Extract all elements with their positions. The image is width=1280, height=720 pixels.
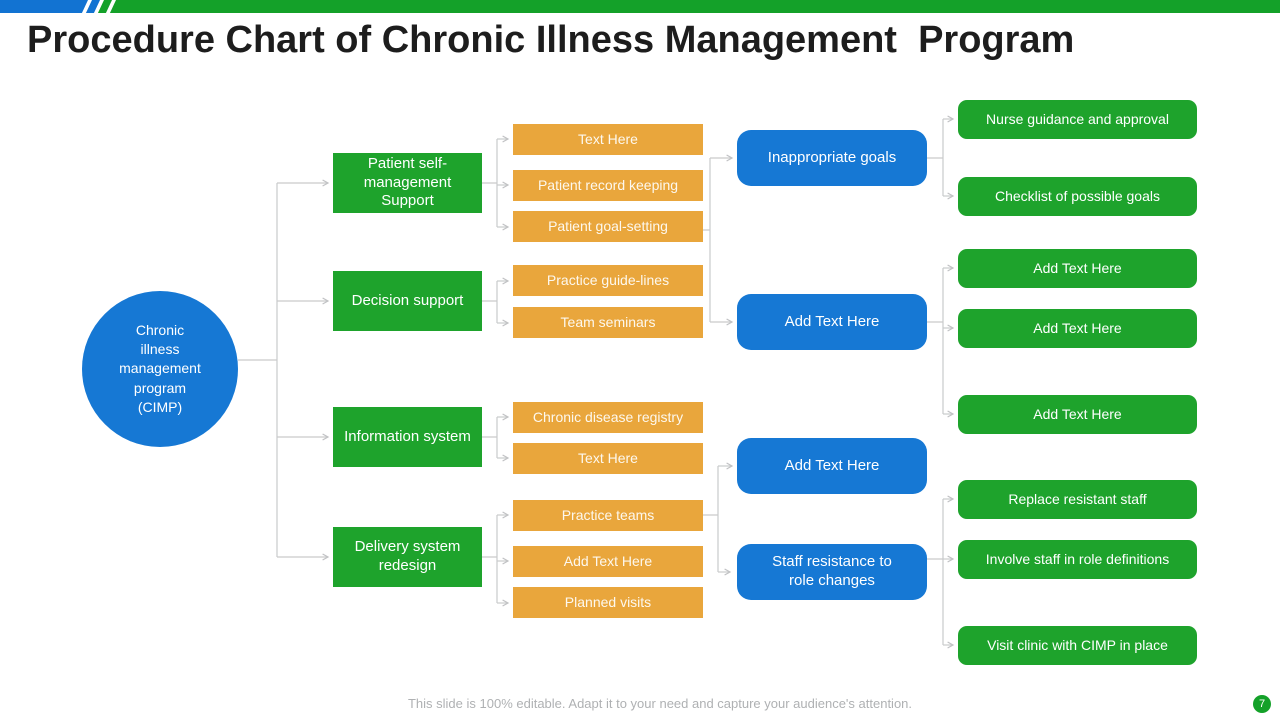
- node-staff-resistance-role-changes: Staff resistance to role changes: [737, 544, 927, 600]
- node-chronic-disease-registry: Chronic disease registry: [513, 402, 703, 433]
- node-delivery-system-redesign: Delivery system redesign: [333, 527, 482, 587]
- node-involve-staff-role-definitions: Involve staff in role definitions: [958, 540, 1197, 579]
- topbar-green-segment: [109, 0, 1280, 13]
- node-patient-goal-setting: Patient goal-setting: [513, 211, 703, 242]
- node-nurse-guidance-approval: Nurse guidance and approval: [958, 100, 1197, 139]
- footer-note: This slide is 100% editable. Adapt it to…: [407, 696, 913, 711]
- node-inappropriate-goals: Inappropriate goals: [737, 130, 927, 186]
- node-checklist-possible-goals: Checklist of possible goals: [958, 177, 1197, 216]
- node-information-system: Information system: [333, 407, 482, 467]
- node-visit-clinic-cimp-in-place: Visit clinic with CIMP in place: [958, 626, 1197, 665]
- node-add-text-here-green-2: Add Text Here: [958, 309, 1197, 348]
- node-add-text-here-orange: Add Text Here: [513, 546, 703, 577]
- node-practice-guide-lines: Practice guide-lines: [513, 265, 703, 296]
- node-patient-record-keeping: Patient record keeping: [513, 170, 703, 201]
- node-add-text-here-blue-2: Add Text Here: [737, 438, 927, 494]
- page-title: Procedure Chart of Chronic Illness Manag…: [27, 19, 1075, 61]
- node-patient-self-management-support: Patient self- management Support: [333, 153, 482, 213]
- node-planned-visits: Planned visits: [513, 587, 703, 618]
- node-team-seminars: Team seminars: [513, 307, 703, 338]
- node-add-text-here-blue-1: Add Text Here: [737, 294, 927, 350]
- node-text-here-2: Text Here: [513, 443, 703, 474]
- node-add-text-here-green-1: Add Text Here: [958, 249, 1197, 288]
- node-cimp-root: Chronic illness management program (CIMP…: [82, 291, 238, 447]
- node-decision-support: Decision support: [333, 271, 482, 331]
- page-number-badge: 7: [1253, 695, 1271, 713]
- node-add-text-here-green-3: Add Text Here: [958, 395, 1197, 434]
- node-replace-resistant-staff: Replace resistant staff: [958, 480, 1197, 519]
- node-practice-teams: Practice teams: [513, 500, 703, 531]
- topbar-blue-segment: [0, 0, 88, 13]
- node-text-here-1: Text Here: [513, 124, 703, 155]
